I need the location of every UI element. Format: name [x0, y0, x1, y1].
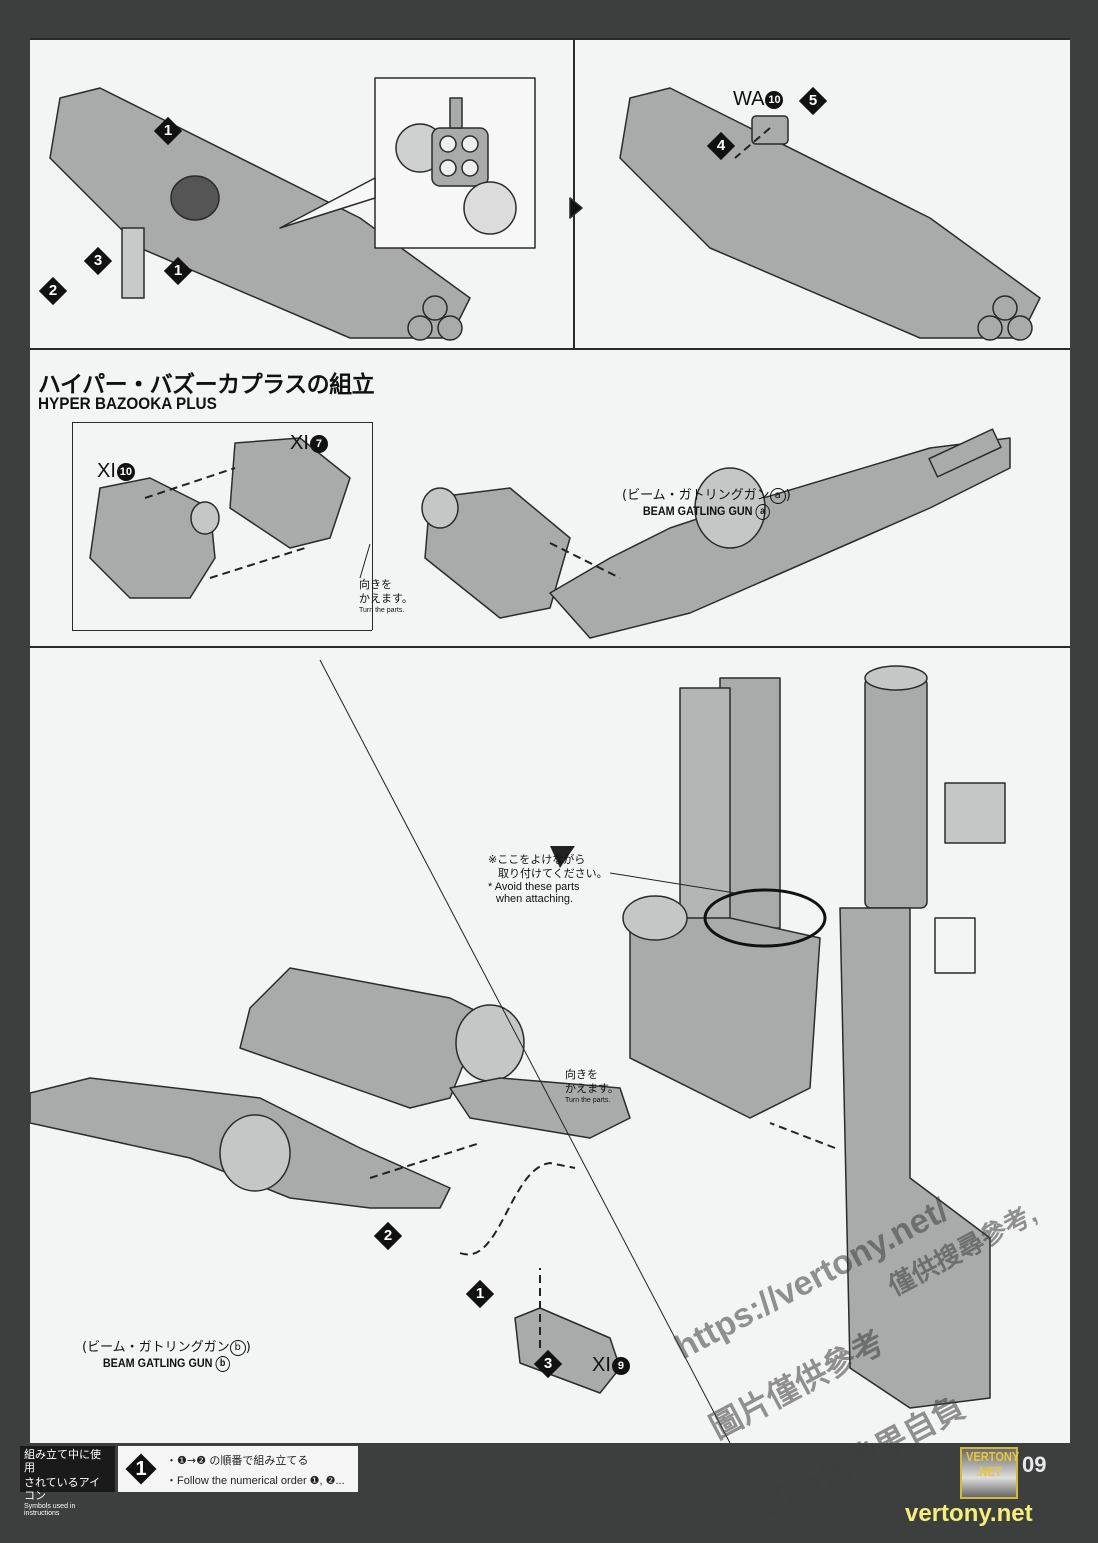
beam-gatling-gun-vertical: [622, 677, 827, 1119]
part-xi10: [89, 477, 220, 599]
bazooka-part-top-right: [619, 87, 1041, 341]
sub-panel-border: [372, 422, 373, 630]
panel-divider-vertical: [573, 38, 575, 348]
part-xi7: [229, 437, 351, 549]
detail-inset: [374, 77, 536, 249]
beam-gatling-gun-a: [549, 428, 1011, 639]
vertony-logo: VERTONY .NET: [960, 1447, 1019, 1499]
turn-parts-note: 向きを かえます。 Turn the parts.: [359, 578, 413, 614]
assembled-grip: [421, 487, 571, 619]
sub-panel-border: [72, 422, 372, 423]
step-marker: 4: [706, 131, 736, 161]
part-xi9: [514, 1307, 621, 1394]
turn-parts-note: 向きを かえます。 Turn the parts.: [565, 1068, 619, 1104]
section-title-jp: ハイパー・バズーカプラスの組立: [38, 372, 375, 398]
step-marker: 2: [373, 1221, 403, 1251]
watermark-url: vertony.net: [905, 1500, 1033, 1527]
step-marker: 3: [533, 1349, 563, 1379]
panel-divider-1: [30, 348, 1070, 350]
bazooka-part-top-left: [49, 87, 471, 341]
sub-panel-border: [72, 630, 372, 631]
step-marker: 3: [83, 246, 113, 276]
symbols-legend: 1 ・❶→❷ の順番で組み立てる ・Follow the numerical o…: [118, 1446, 358, 1492]
avoid-parts-note: ※ここをよけながら 取り付けてください。 * Avoid these parts…: [488, 853, 608, 905]
panel-divider-2: [30, 646, 1070, 648]
step-marker: 5: [798, 86, 828, 116]
sub-panel-border: [72, 422, 73, 630]
step-marker: 1: [163, 256, 193, 286]
step-marker: 1: [465, 1279, 495, 1309]
step-number-icon: 1: [124, 1452, 158, 1486]
page-number: 09: [1022, 1452, 1047, 1477]
step-marker: 2: [38, 276, 68, 306]
beam-gatling-gun-b: [30, 967, 631, 1209]
section-title-en: HYPER BAZOOKA PLUS: [38, 394, 217, 413]
hyper-bazooka-vertical: [839, 665, 1006, 1409]
symbols-legend-title: 組み立て中に使用 されているアイコン Symbols used in instr…: [20, 1446, 115, 1517]
step-marker: 1: [153, 116, 183, 146]
assembly-illustration: [30, 77, 1041, 1443]
panel-divider-top: [30, 38, 1070, 40]
